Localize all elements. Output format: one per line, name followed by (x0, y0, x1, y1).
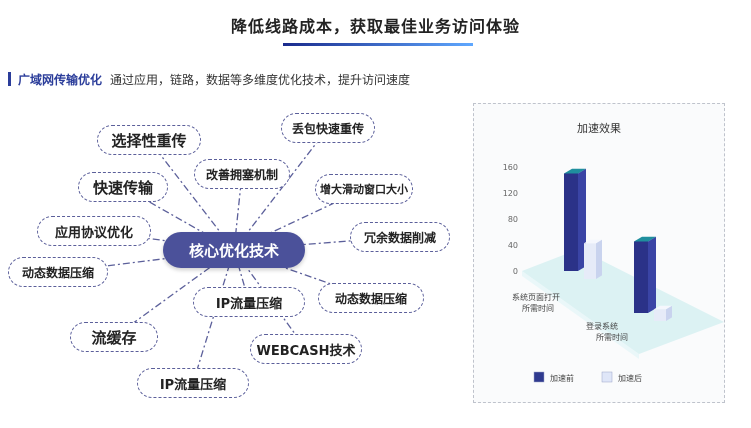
bar-after-0-side (596, 239, 602, 279)
category-label: 所需时间 (596, 332, 628, 342)
connector-loss-retransmit (233, 127, 329, 251)
legend-label-0: 加速前 (550, 373, 574, 383)
connector-ip-compress-bottom (192, 249, 235, 384)
title-underline (283, 43, 473, 46)
node-congestion: 改善拥塞机制 (194, 159, 290, 189)
node-webcash: WEBCASH技术 (250, 334, 362, 364)
node-dynamic-compress-left: 动态数据压缩 (8, 257, 108, 287)
bar-after-0 (584, 243, 596, 279)
y-tick-label: 120 (503, 189, 518, 198)
node-redundant-reduce: 冗余数据削减 (350, 222, 450, 252)
y-tick-label: 40 (508, 241, 518, 250)
bar-after-1-top (654, 305, 672, 310)
node-protocol-optimize: 应用协议优化 (37, 216, 151, 246)
legend-swatch-0 (533, 371, 545, 383)
section-subtitle: 广域网传输优化 通过应用，链路，数据等多维度优化技术，提升访问速度 (8, 71, 410, 87)
bar-after-1 (654, 309, 666, 321)
y-tick-label: 160 (503, 163, 518, 172)
node-selective-retransmit: 选择性重传 (97, 125, 201, 155)
node-fast-transmit: 快速传输 (78, 172, 168, 202)
chart-floor-edge (522, 271, 639, 359)
bar-before-1-side (648, 236, 656, 313)
subtitle-heading: 广域网传输优化 (18, 72, 103, 87)
acceleration-chart: 04080120160系统页面打开所需时间登录系统所需时间加速前加速后 (503, 163, 724, 383)
node-loss-retransmit: 丢包快速重传 (281, 113, 375, 143)
bar-after-1-side (666, 305, 672, 321)
category-label: 所需时间 (522, 303, 554, 313)
chart-floor (522, 249, 724, 354)
subtitle-accent-bar (8, 72, 11, 86)
connector-protocol-optimize (93, 230, 235, 251)
legend-label-1: 加速后 (618, 373, 642, 383)
node-ip-compress-mid: IP流量压缩 (193, 287, 305, 317)
node-stream-cache: 流缓存 (70, 322, 158, 352)
page-title: 降低线路成本，获取最佳业务访问体验 (230, 17, 520, 36)
node-ip-compress-bottom: IP流量压缩 (137, 368, 249, 398)
y-tick-label: 80 (508, 215, 518, 224)
node-dynamic-compress-right: 动态数据压缩 (318, 283, 424, 313)
bar-before-1 (634, 241, 648, 313)
bar-after-0-top (584, 239, 602, 244)
bar-before-1-top (634, 236, 656, 242)
connector-window-enlarge (233, 188, 365, 251)
category-label: 登录系统 (586, 321, 618, 331)
node-window-enlarge: 增大滑动窗口大小 (315, 174, 413, 204)
bar-before-0-top (564, 168, 586, 174)
chart-title: 加速效果 (577, 122, 621, 135)
center-node: 核心优化技术 (163, 232, 305, 268)
legend-swatch-1 (601, 371, 613, 383)
subtitle-text: 通过应用，链路，数据等多维度优化技术，提升访问速度 (110, 72, 411, 87)
bar-before-0 (564, 173, 578, 271)
category-label: 系统页面打开 (512, 292, 560, 302)
y-tick-label: 0 (513, 267, 518, 276)
connector-selective-retransmit (148, 139, 235, 251)
